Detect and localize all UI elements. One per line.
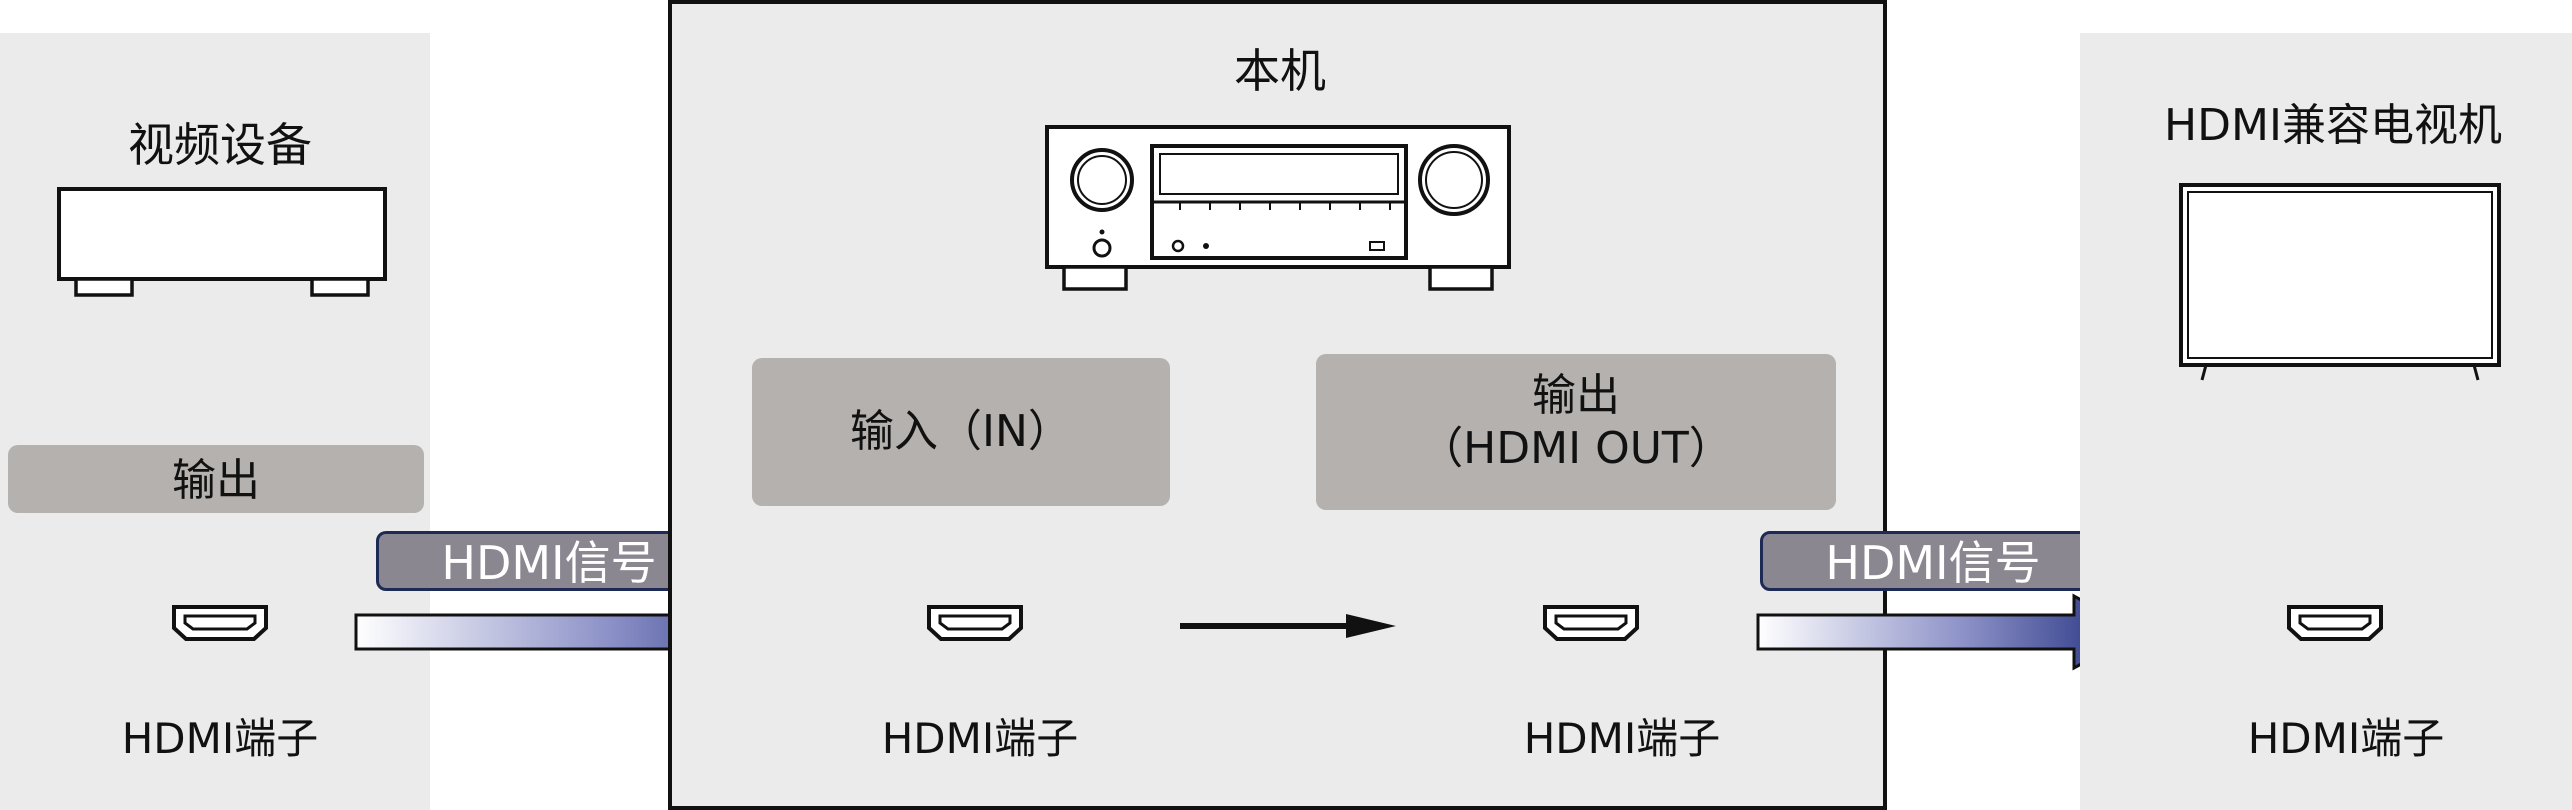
hdmi-port-icon <box>171 604 269 642</box>
source-output-label: 输出 <box>172 455 260 506</box>
av-receiver-icon <box>1044 124 1512 294</box>
hdmi-port-icon <box>2286 604 2384 642</box>
receiver-output-box: 输出 （HDMI OUT） <box>1316 354 1836 510</box>
tv-title: HDMI兼容电视机 <box>2164 100 2502 151</box>
tv-icon <box>2178 182 2502 384</box>
receiver-input-box: 输入（IN） <box>752 358 1170 506</box>
source-terminal-label: HDMI端子 <box>121 714 319 763</box>
source-device-title: 视频设备 <box>128 118 312 172</box>
hdmi-port-icon <box>1542 604 1640 642</box>
right-signal-label: HDMI信号 <box>1825 536 2041 590</box>
right-signal-box: HDMI信号 <box>1760 531 2106 591</box>
receiver-input-label: 输入（IN） <box>850 406 1072 457</box>
hdmi-port-icon <box>926 604 1024 642</box>
video-device-icon <box>56 186 388 302</box>
receiver-input-terminal-label: HDMI端子 <box>881 714 1079 763</box>
source-device-panel <box>0 33 430 810</box>
left-signal-label: HDMI信号 <box>441 536 657 590</box>
receiver-output-label-line2: （HDMI OUT） <box>1419 422 1733 474</box>
receiver-title: 本机 <box>1234 44 1326 98</box>
source-output-box: 输出 <box>8 445 424 513</box>
tv-terminal-label: HDMI端子 <box>2247 714 2445 763</box>
receiver-output-terminal-label: HDMI端子 <box>1523 714 1721 763</box>
left-signal-box: HDMI信号 <box>376 531 722 591</box>
receiver-output-label-line1: 输出 <box>1532 370 1620 421</box>
tv-panel <box>2080 33 2572 810</box>
internal-signal-arrow-icon <box>1178 610 1398 642</box>
